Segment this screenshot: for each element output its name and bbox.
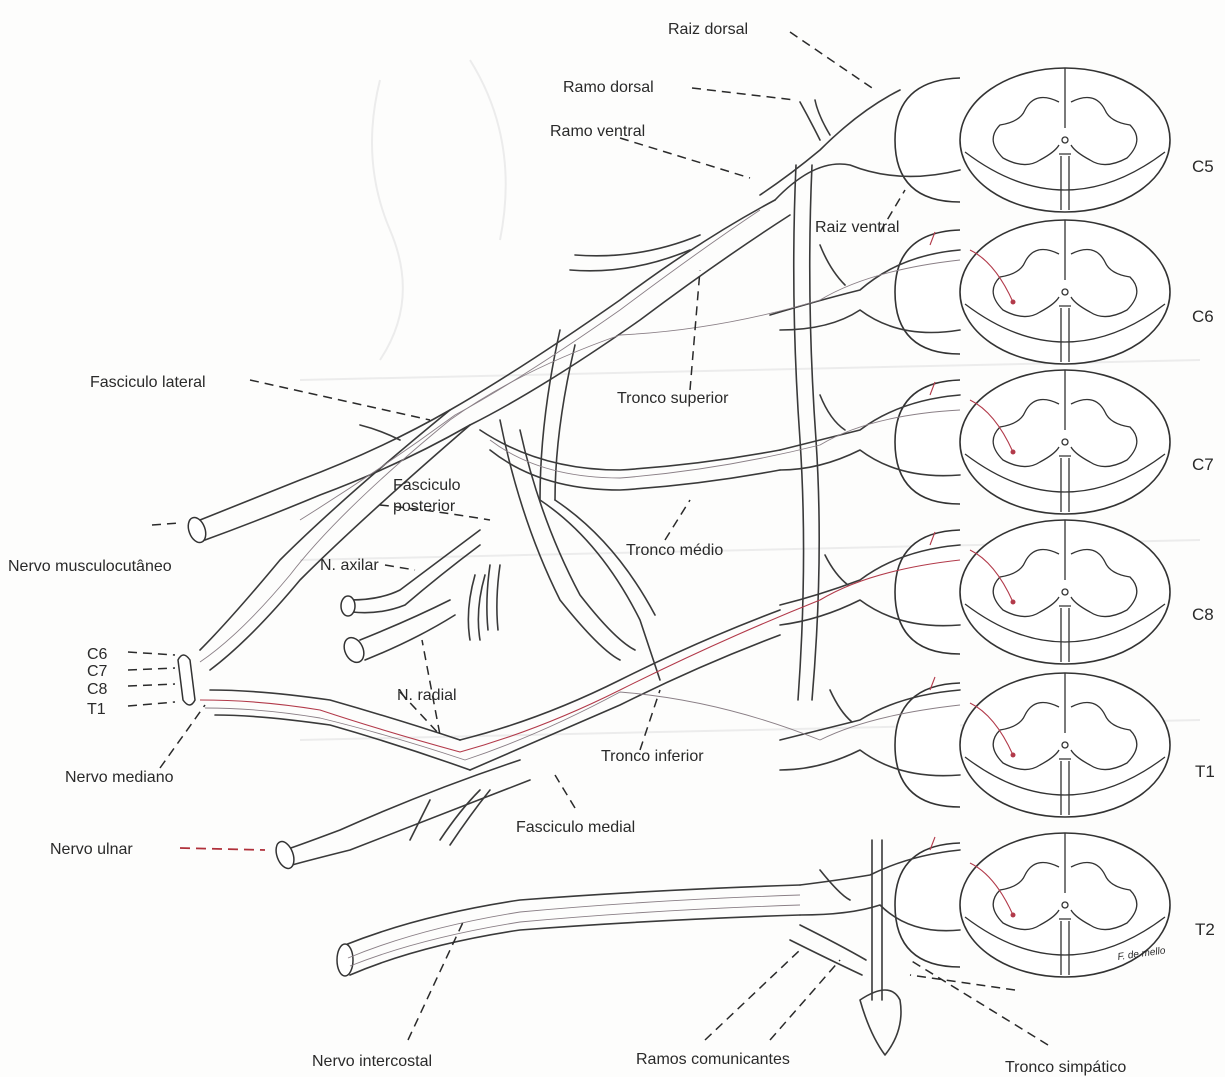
segment-label-3: C8 — [1192, 605, 1214, 624]
segment-label-2: C7 — [1192, 455, 1214, 474]
spinal-cord-section — [895, 68, 1170, 212]
motor-neuron-body — [1011, 600, 1016, 605]
segment-label-0: C5 — [1192, 157, 1214, 176]
label-median-root-1: C7 — [87, 663, 108, 680]
sympathetic-chain — [790, 165, 901, 1055]
label-nervo-ulnar: Nervo ulnar — [50, 841, 133, 858]
spinal-cord-section — [895, 520, 1170, 664]
dorsal-root-ganglion — [895, 78, 960, 202]
motor-neuron-body — [1011, 753, 1016, 758]
label-ramo-dorsal: Ramo dorsal — [563, 79, 654, 96]
spinal-cord-sections — [895, 68, 1170, 977]
roots-and-rami — [760, 90, 960, 931]
label-tronco-inferior: Tronco inferior — [601, 748, 704, 765]
spinal-cord-section — [895, 220, 1170, 364]
label-raiz-ventral: Raiz ventral — [815, 219, 899, 236]
sympathetic-ganglion — [860, 990, 901, 1055]
label-tronco-superior: Tronco superior — [617, 390, 729, 407]
label-fasciculo-medial: Fasciculo medial — [516, 819, 635, 836]
trunks — [450, 200, 790, 770]
label-nervo-mediano: Nervo mediano — [65, 769, 174, 786]
label-nervo-musculocutaneo: Nervo musculocutâneo — [8, 558, 172, 575]
spinal-cord-section — [895, 370, 1170, 514]
label-nervo-intercostal: Nervo intercostal — [312, 1053, 432, 1070]
motor-neuron-body — [1011, 450, 1016, 455]
segment-label-1: C6 — [1192, 307, 1214, 326]
label-median-root-0: C6 — [87, 646, 108, 663]
label-fasciculo-posterior-2: posterior — [393, 498, 456, 515]
label-fasciculo-posterior-1: Fasciculo — [393, 477, 461, 494]
label-raiz-dorsal: Raiz dorsal — [668, 21, 748, 38]
dorsal-root-ganglion — [895, 683, 960, 807]
segment-label-4: T1 — [1195, 762, 1215, 781]
dorsal-root-ganglion — [895, 230, 960, 354]
label-median-root-3: T1 — [87, 701, 106, 718]
fiber-tracts — [200, 210, 960, 966]
spinal-cord-section — [895, 673, 1170, 817]
motor-neuron-body — [1011, 913, 1016, 918]
label-tronco-medio: Tronco médio — [626, 542, 723, 559]
branches — [178, 410, 800, 976]
dorsal-root-ganglion — [895, 530, 960, 654]
median-nerve-cut-end — [178, 655, 195, 705]
label-ramos-comunicantes: Ramos comunicantes — [636, 1051, 790, 1068]
segment-label-5: T2 — [1195, 920, 1215, 939]
label-median-root-2: C8 — [87, 681, 108, 698]
motor-neuron-body — [1011, 300, 1016, 305]
label-tronco-simpatico: Tronco simpático — [1005, 1059, 1126, 1076]
label-fasciculo-lateral: Fasciculo lateral — [90, 374, 206, 391]
dorsal-root-ganglion — [895, 380, 960, 504]
label-n-radial: N. radial — [397, 687, 457, 704]
label-n-axilar: N. axilar — [320, 557, 379, 574]
label-ramo-ventral: Ramo ventral — [550, 123, 645, 140]
